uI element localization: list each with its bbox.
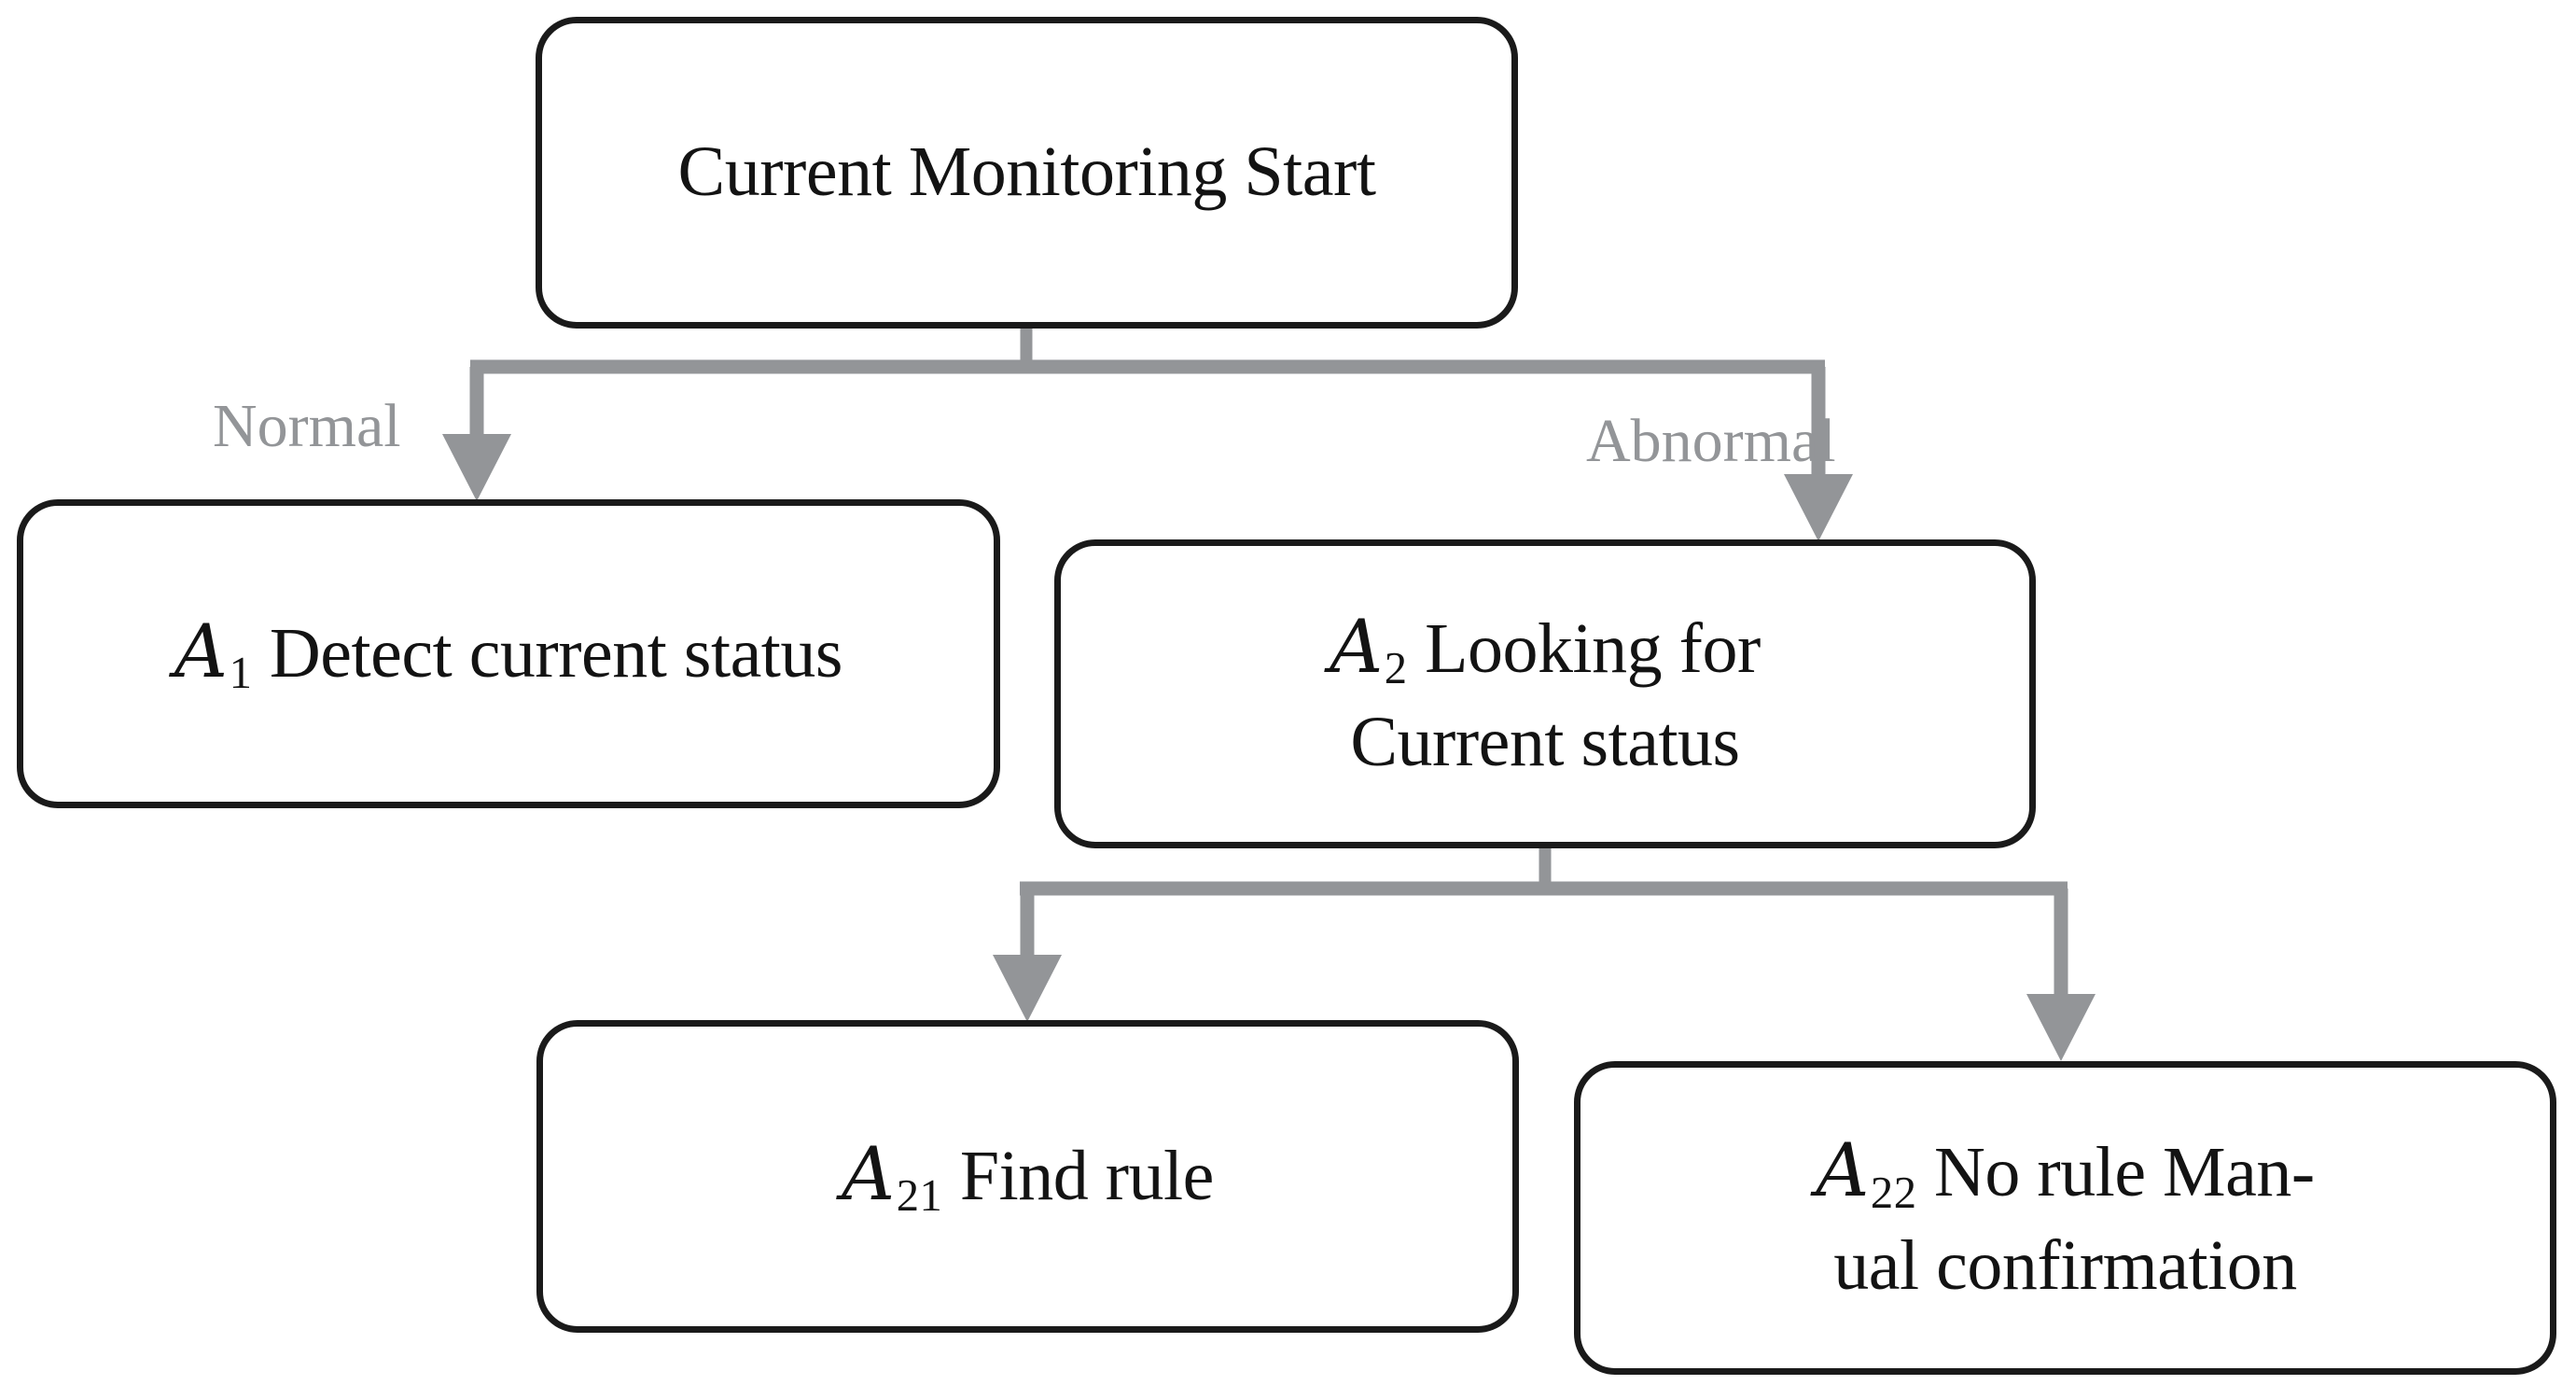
node-a21-find-rule[interactable]: A21 Find rule — [536, 1020, 1519, 1333]
node-a21-subscript: 21 — [896, 1170, 943, 1222]
node-a21-text: Find rule — [959, 1136, 1215, 1215]
node-a1-subscript: 1 — [229, 648, 253, 699]
node-a1-label: A1 Detect current status — [23, 606, 994, 703]
edge-a2-a22 — [2026, 888, 2096, 1061]
node-a2-symbol: A — [1330, 603, 1383, 690]
node-a22-no-rule-manual-confirmation[interactable]: A22 No rule Man- ual confirmation — [1574, 1061, 2556, 1375]
node-a1-text: Detect current status — [269, 613, 843, 693]
node-a2-text: Looking for Current status — [1350, 609, 1761, 781]
node-a1-detect-current-status[interactable]: A1 Detect current status — [17, 499, 1000, 808]
node-a2-looking-for-current-status[interactable]: A2 Looking for Current status — [1054, 539, 2036, 848]
node-a22-label: A22 No rule Man- ual confirmation — [1580, 1125, 2550, 1311]
node-a1-symbol: A — [174, 608, 228, 694]
node-a22-subscript: 22 — [1870, 1167, 1917, 1218]
node-root-label: Current Monitoring Start — [677, 133, 1376, 212]
node-a21-label: A21 Find rule — [543, 1128, 1512, 1225]
node-a21-symbol: A — [842, 1130, 895, 1217]
node-a2-subscript: 2 — [1384, 643, 1408, 694]
edge-label-normal: Normal — [213, 392, 401, 460]
node-a2-label: A2 Looking for Current status — [1061, 601, 2029, 788]
node-a22-symbol: A — [1816, 1127, 1869, 1214]
node-a22-text: No rule Man- ual confirmation — [1833, 1133, 2315, 1306]
edge-label-abnormal: Abnormal — [1586, 407, 1836, 475]
edge-a2-a21 — [993, 848, 2068, 1022]
node-current-monitoring-start[interactable]: Current Monitoring Start — [536, 17, 1518, 329]
